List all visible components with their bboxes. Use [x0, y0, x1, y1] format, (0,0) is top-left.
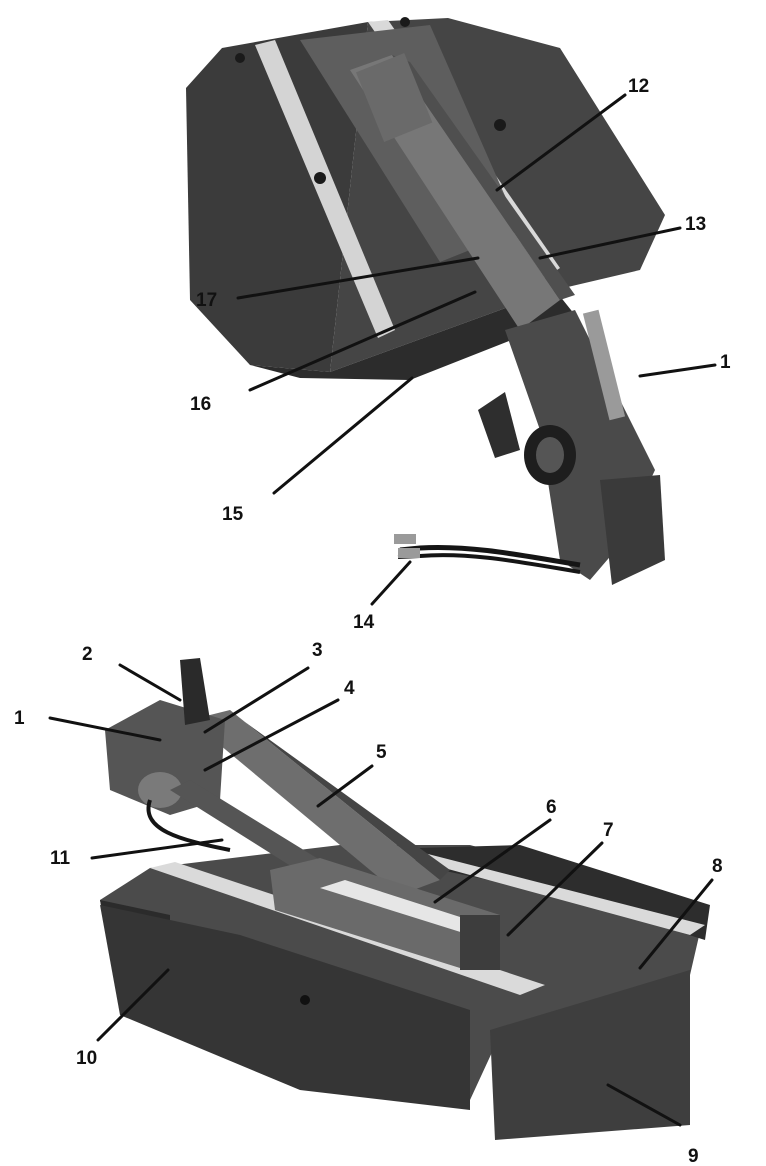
- leader-14: [370, 560, 412, 606]
- callout-1: 1: [720, 352, 731, 373]
- top-boom-shade: [392, 55, 575, 300]
- callout-14: 14: [353, 612, 375, 633]
- leader-11: [90, 838, 224, 860]
- callout-7: 7: [603, 820, 614, 841]
- top-hose-coupler: [398, 548, 420, 558]
- bottom-pto-guard: [138, 772, 182, 808]
- top-hydraulic-hoses-2: [397, 553, 581, 574]
- top-deck-front-skirt: [250, 290, 575, 380]
- bottom-hitch-top-link: [180, 658, 210, 725]
- top-deck-bolt: [400, 17, 410, 27]
- bottom-gearbox-housing: [270, 858, 500, 968]
- leader-1a: [638, 363, 717, 378]
- callout-11: 11: [50, 848, 71, 869]
- leader-17: [236, 256, 480, 300]
- top-deck-bolt: [494, 119, 506, 131]
- callout-9: 9: [688, 1146, 699, 1166]
- leader-13: [538, 226, 682, 260]
- bottom-boom-arm: [190, 710, 440, 895]
- bottom-hydraulic-hoses: [146, 799, 231, 852]
- bottom-deck-bolt: [300, 995, 310, 1005]
- top-hitch-bracket: [600, 475, 665, 585]
- bottom-gearbox-block: [460, 915, 500, 970]
- leader-1b: [48, 716, 162, 742]
- leader-7: [506, 841, 604, 937]
- callout-1-lower: 1: [14, 708, 25, 729]
- callout-17: 17: [196, 290, 217, 311]
- leader-5: [316, 764, 374, 808]
- leader-6: [433, 818, 552, 904]
- callout-numbers: 12 13 17 16 1 15 14 2 3 4 1 5 6 7 8 11 1…: [14, 76, 731, 1166]
- callout-15: 15: [222, 504, 244, 525]
- top-deck-bolt: [314, 172, 326, 184]
- top-deck-bolt: [235, 53, 245, 63]
- bottom-drive-shaft: [170, 780, 320, 875]
- callout-6: 6: [546, 797, 557, 818]
- top-hydraulic-cylinder: [582, 309, 626, 421]
- leader-10: [96, 968, 170, 1042]
- leader-3: [203, 666, 310, 734]
- leader-8: [638, 878, 714, 970]
- callout-16: 16: [190, 394, 211, 415]
- callout-13: 13: [685, 214, 706, 235]
- callout-3: 3: [312, 640, 323, 661]
- top-pto-shaft-inner: [536, 437, 564, 473]
- bottom-deck-right-cover: [490, 970, 690, 1140]
- mower-front-view: [100, 658, 710, 1140]
- callout-12: 12: [628, 76, 649, 97]
- leader-2: [118, 663, 182, 702]
- bottom-gearbox-plate: [320, 880, 485, 935]
- leader-12: [495, 93, 627, 192]
- bottom-deck-stripe: [360, 843, 705, 935]
- top-hydraulic-hoses: [399, 544, 581, 568]
- top-gearbox: [356, 52, 433, 142]
- top-hitch-leg: [478, 392, 520, 458]
- bottom-deck-left-cover: [100, 905, 470, 1110]
- leader-16: [248, 290, 477, 392]
- callout-5: 5: [376, 742, 387, 763]
- leader-lines: [48, 93, 717, 1127]
- callout-4: 4: [344, 678, 355, 699]
- callout-10: 10: [76, 1048, 97, 1069]
- leader-9: [606, 1083, 682, 1127]
- bottom-boom-shade: [230, 710, 450, 880]
- leader-4: [203, 698, 340, 772]
- mower-overhead-view: [186, 17, 665, 585]
- top-hose-coupler: [394, 534, 416, 544]
- top-deck-stripe-left: [255, 40, 395, 338]
- leader-15: [272, 376, 414, 495]
- callout-8: 8: [712, 856, 723, 877]
- callout-2: 2: [82, 644, 93, 665]
